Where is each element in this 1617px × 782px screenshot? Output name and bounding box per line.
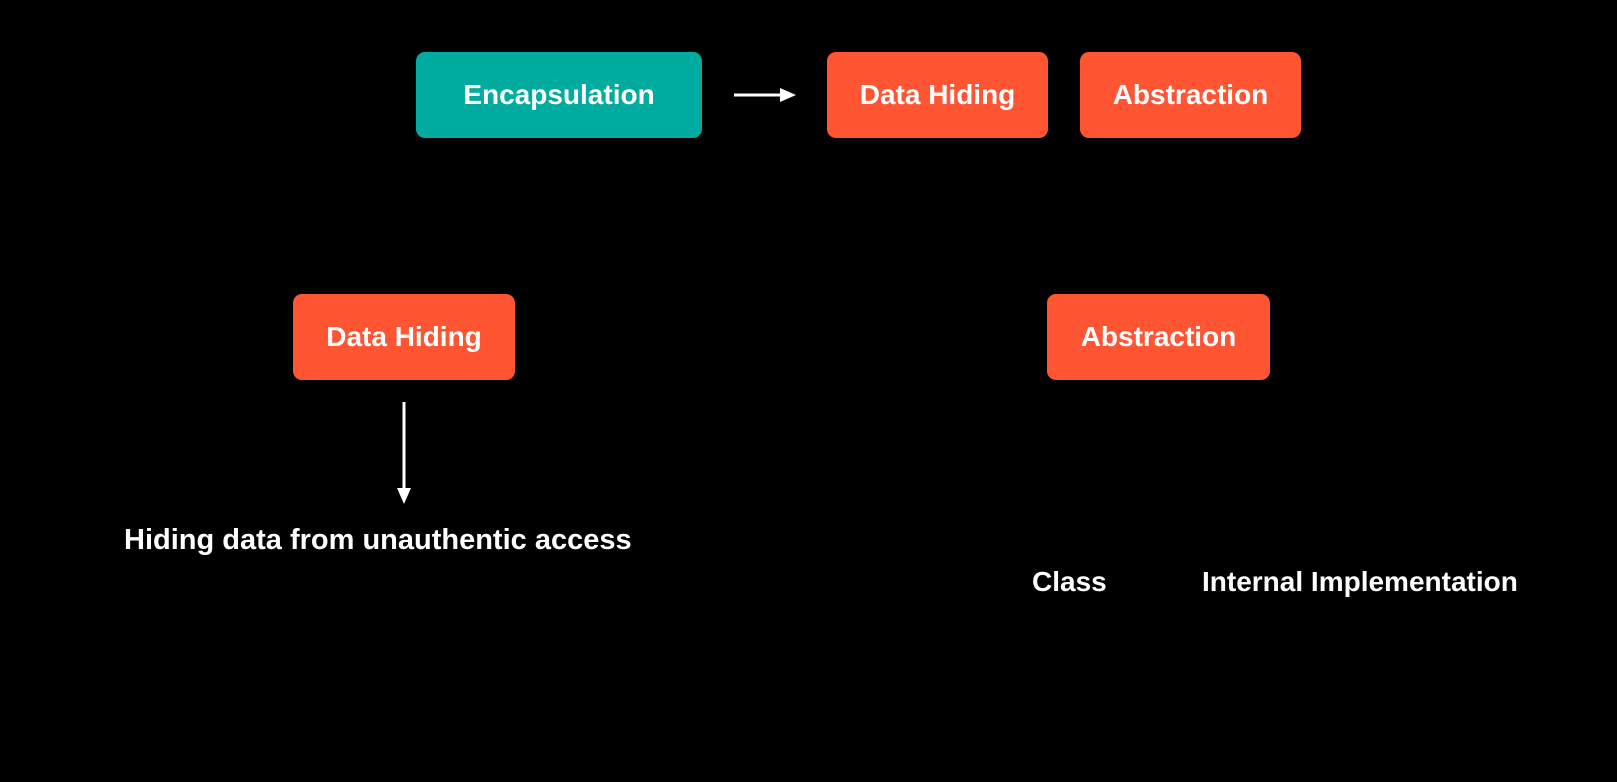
right-arrow — [734, 88, 796, 102]
encapsulation-label: Encapsulation — [463, 79, 655, 110]
abstraction-label-top: Abstraction — [1112, 79, 1269, 110]
down-arrow — [397, 402, 411, 504]
abstraction-box: Abstraction — [1047, 294, 1270, 380]
abstraction-label: Abstraction — [1080, 321, 1237, 352]
abstraction-box-top: Abstraction — [1080, 52, 1301, 138]
data-hiding-box: Data Hiding — [293, 294, 515, 380]
internal-implementation-label: Internal Implementation — [1202, 566, 1518, 597]
encapsulation-box: Encapsulation — [416, 52, 702, 138]
data-hiding-box-top: Data Hiding — [827, 52, 1048, 138]
data-hiding-label: Data Hiding — [326, 321, 482, 352]
data-hiding-label-top: Data Hiding — [859, 79, 1016, 110]
class-label: Class — [1032, 566, 1107, 597]
data-hiding-description: Hiding data from unauthentic access — [124, 524, 632, 556]
